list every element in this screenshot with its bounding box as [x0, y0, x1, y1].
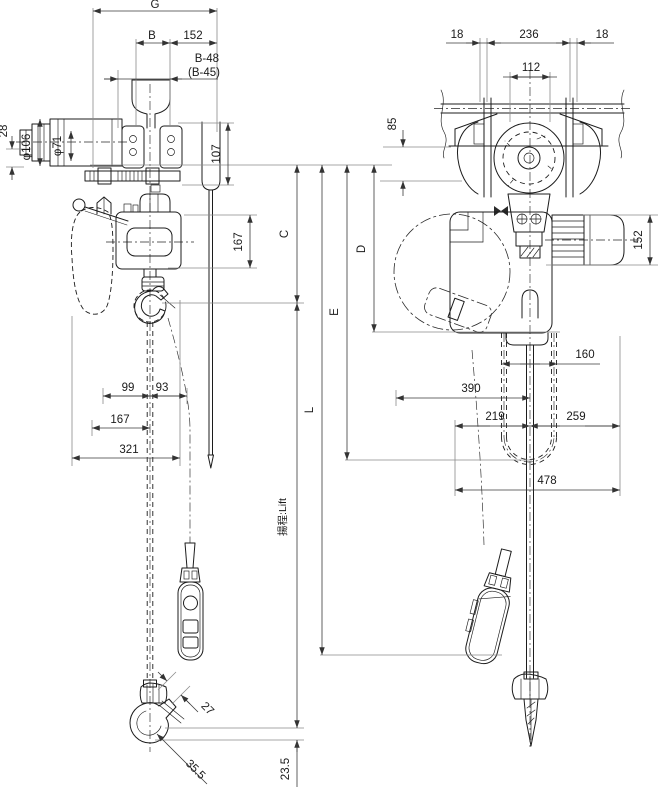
- front-pendant: [465, 349, 512, 665]
- dim-label-85: 85: [387, 118, 399, 131]
- front-beam-flange: [440, 89, 625, 159]
- dim-label-219: 219: [485, 411, 504, 423]
- dim-label-160: 160: [575, 349, 594, 361]
- side-suspension-clevis: [139, 184, 171, 213]
- dim-label-B: B: [148, 30, 156, 42]
- dim-label-phi71: φ71: [52, 136, 64, 156]
- front-phantom-bracket: [424, 287, 492, 333]
- dim-label-112: 112: [522, 62, 540, 74]
- dim-label-152-top: 152: [183, 30, 202, 42]
- dim-label-B-45: (B-45): [188, 67, 220, 79]
- dim-label-478: 478: [537, 475, 556, 487]
- dim-label-167-lower: 167: [110, 414, 129, 426]
- dim-label-C: C: [279, 230, 291, 238]
- dim-label-107: 107: [211, 144, 223, 163]
- side-guard-rod: [201, 121, 221, 469]
- side-chain-container: [70, 196, 129, 315]
- dim-label-152-motor: 152: [633, 230, 645, 249]
- dim-label-B-48: B-48: [195, 53, 219, 65]
- dim-label-lift: 揚程:Lift: [276, 498, 289, 536]
- pendant-button-down: [182, 636, 199, 649]
- dim-label-28: 28: [0, 125, 10, 138]
- front-bottom-hook: [511, 671, 549, 747]
- front-view: [393, 70, 640, 750]
- dim-label-18-left: 18: [451, 29, 464, 41]
- dimension-lines: [9, 8, 653, 787]
- side-bottom-hook: [129, 679, 185, 744]
- dim-label-390: 390: [461, 383, 480, 395]
- side-view: [16, 79, 221, 752]
- dim-label-D: D: [356, 245, 368, 253]
- dim-label-L: L: [304, 406, 316, 413]
- side-lever-knob: [72, 198, 86, 212]
- dim-label-G: G: [151, 0, 160, 11]
- dim-label-18-right: 18: [596, 29, 609, 41]
- dim-label-321: 321: [119, 444, 138, 456]
- dim-label-phi106: φ106: [21, 134, 33, 161]
- dim-label-93: 93: [156, 382, 169, 394]
- dim-label-99: 99: [122, 382, 135, 394]
- side-suspension-shaft: [84, 167, 181, 185]
- side-load-chain: [146, 322, 154, 680]
- front-motor: [551, 214, 625, 266]
- side-upper-hook: [133, 268, 176, 324]
- dimension-labels: G B 152 B-48 (B-45) 28 φ106 φ71 107 167 …: [0, 0, 645, 782]
- dim-label-259: 259: [566, 411, 585, 423]
- front-phantom-circle: [393, 213, 511, 331]
- dim-label-236: 236: [519, 29, 538, 41]
- dim-label-167-upper: 167: [233, 232, 245, 251]
- front-trolley-wheel: [493, 122, 565, 194]
- dim-label-23-5: 23.5: [280, 758, 292, 780]
- front-suspension: [494, 193, 551, 259]
- dim-label-E: E: [329, 308, 341, 316]
- pendant-button-up: [182, 619, 199, 634]
- front-trolley-plates: [457, 97, 601, 198]
- pendant-button-top: [183, 595, 198, 611]
- side-pendant: [167, 317, 204, 661]
